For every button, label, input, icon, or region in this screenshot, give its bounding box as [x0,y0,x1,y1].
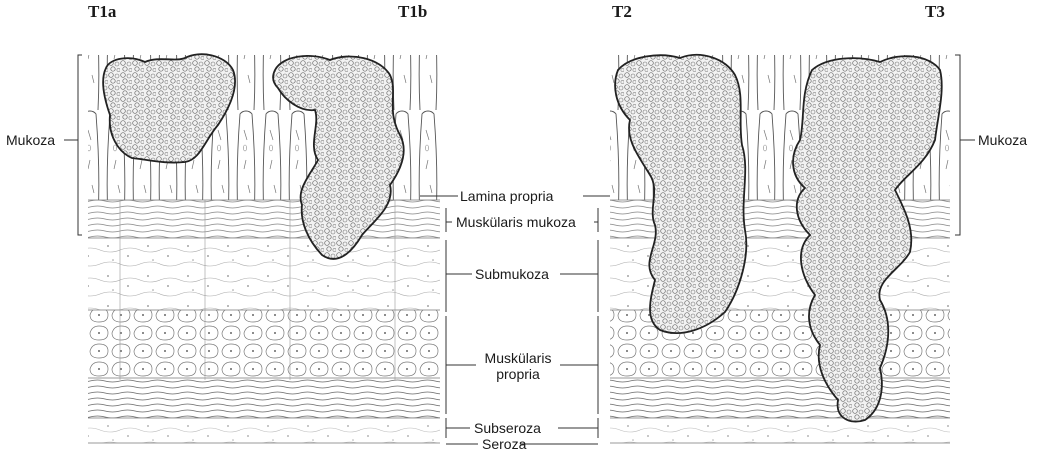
stage-label-t1a: T1a [88,2,116,22]
layer-label-muscularis-line2: propria [478,366,558,382]
layer-label-muscularis-mucosa: Muskülaris mukoza [456,214,576,230]
layer-label-subserosa: Subseroza [474,420,541,436]
stage-label-t1b: T1b [398,2,427,22]
stage-label-t2: T2 [612,2,632,22]
layer-label-lamina-propria: Lamina propria [460,188,553,204]
layer-label-submucosa: Submukoza [475,266,549,282]
layer-label-muscularis-line1: Muskülaris [478,350,558,366]
mucosa-label-right: Mukoza [978,132,1027,148]
layer-label-serosa: Seroza [482,436,526,452]
mucosa-label-left: Mukoza [6,132,55,148]
layer-label-muscularis-propria: Muskülaris propria [478,350,558,382]
stage-label-t3: T3 [925,2,945,22]
